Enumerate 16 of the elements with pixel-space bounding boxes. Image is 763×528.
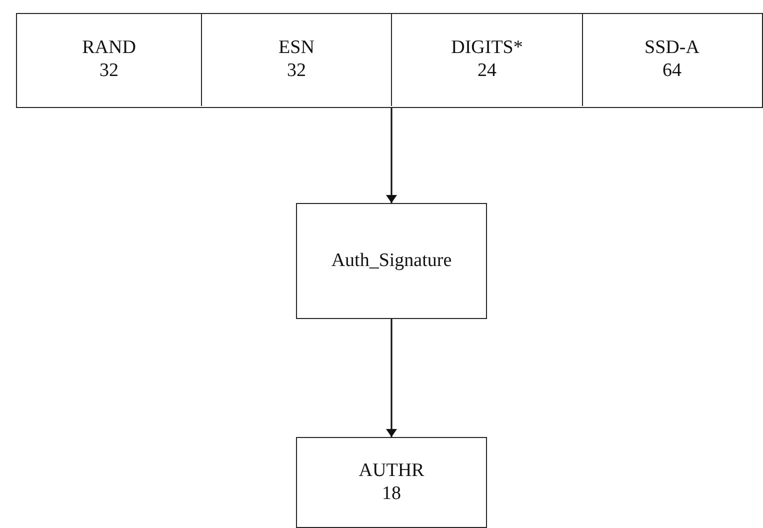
node-label: SSD-A — [644, 37, 700, 60]
record-box — [16, 13, 763, 108]
node-label: DIGITS* — [451, 37, 523, 60]
node-label: 24 — [478, 60, 496, 83]
output-box — [296, 437, 487, 528]
node-label: 18 — [382, 482, 401, 506]
node-label: Auth_Signature — [331, 250, 452, 272]
node-label: AUTHR — [358, 460, 424, 482]
node-label: 64 — [662, 60, 682, 83]
node-label: 32 — [100, 60, 118, 83]
process-box — [296, 203, 487, 319]
node-label: ESN — [278, 37, 314, 60]
node-label: RAND — [82, 37, 136, 60]
arrow — [388, 108, 396, 203]
arrow — [388, 319, 396, 437]
node-label: 32 — [287, 60, 306, 83]
